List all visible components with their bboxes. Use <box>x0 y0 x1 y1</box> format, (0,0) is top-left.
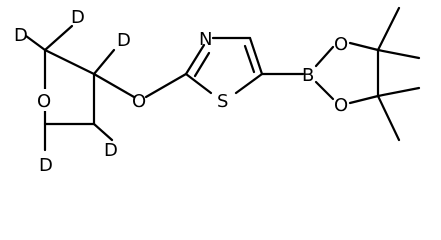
atom-d: D <box>104 140 118 161</box>
atom-d: D <box>117 30 131 51</box>
thiazole-ring <box>184 36 264 95</box>
bond-methyl-1 <box>376 6 401 52</box>
bond-methyl-2 <box>376 48 421 60</box>
pinacol-boronate-ring <box>314 6 421 142</box>
bond-d3 <box>92 48 116 76</box>
atom-o-boronate-bottom: O <box>334 95 348 116</box>
bond-s1-c2 <box>184 72 213 95</box>
atom-d: D <box>39 155 53 176</box>
deuterium-bonds <box>24 24 116 152</box>
bond-c4-c5 <box>248 36 264 76</box>
atom-b: B <box>302 65 314 86</box>
oxetane-ring <box>43 48 96 126</box>
bond-obottom-c <box>348 94 380 105</box>
bond-c2-n3 <box>184 43 206 76</box>
bond-methyl-4 <box>376 94 401 142</box>
bond-c3-oether <box>92 72 136 99</box>
atom-d: D <box>71 7 85 28</box>
atom-o-boronate-top: O <box>334 34 348 55</box>
bond-d2 <box>43 24 74 52</box>
bond-c2-n3-double <box>193 51 211 78</box>
bond-otop-c <box>348 41 380 52</box>
bond-c4-c5-double <box>243 44 256 74</box>
ether-linkage <box>92 72 188 99</box>
bond-d1 <box>24 34 47 52</box>
molecule-canvas: D D D D D O O N S B O O <box>14 6 421 176</box>
atom-s: S <box>217 91 228 112</box>
bond-methyl-3 <box>376 86 421 98</box>
bond-b-otop <box>314 45 335 68</box>
structure-drawing: D D D D D O O N S B O O <box>14 6 421 176</box>
bond-oether-c2 <box>144 72 188 99</box>
bond-d4 <box>92 122 114 142</box>
atom-n: N <box>199 29 212 50</box>
atom-o-ether: O <box>132 91 146 112</box>
bond-ch2top-c3 <box>43 48 96 76</box>
label-bg <box>36 89 54 111</box>
atom-o-oxetane: O <box>37 91 51 112</box>
bond-b-obottom <box>314 80 335 101</box>
atom-d: D <box>14 25 28 46</box>
bond-c5-s1 <box>234 72 264 95</box>
atom-labels: D D D D D O O N S B O O <box>14 7 348 176</box>
